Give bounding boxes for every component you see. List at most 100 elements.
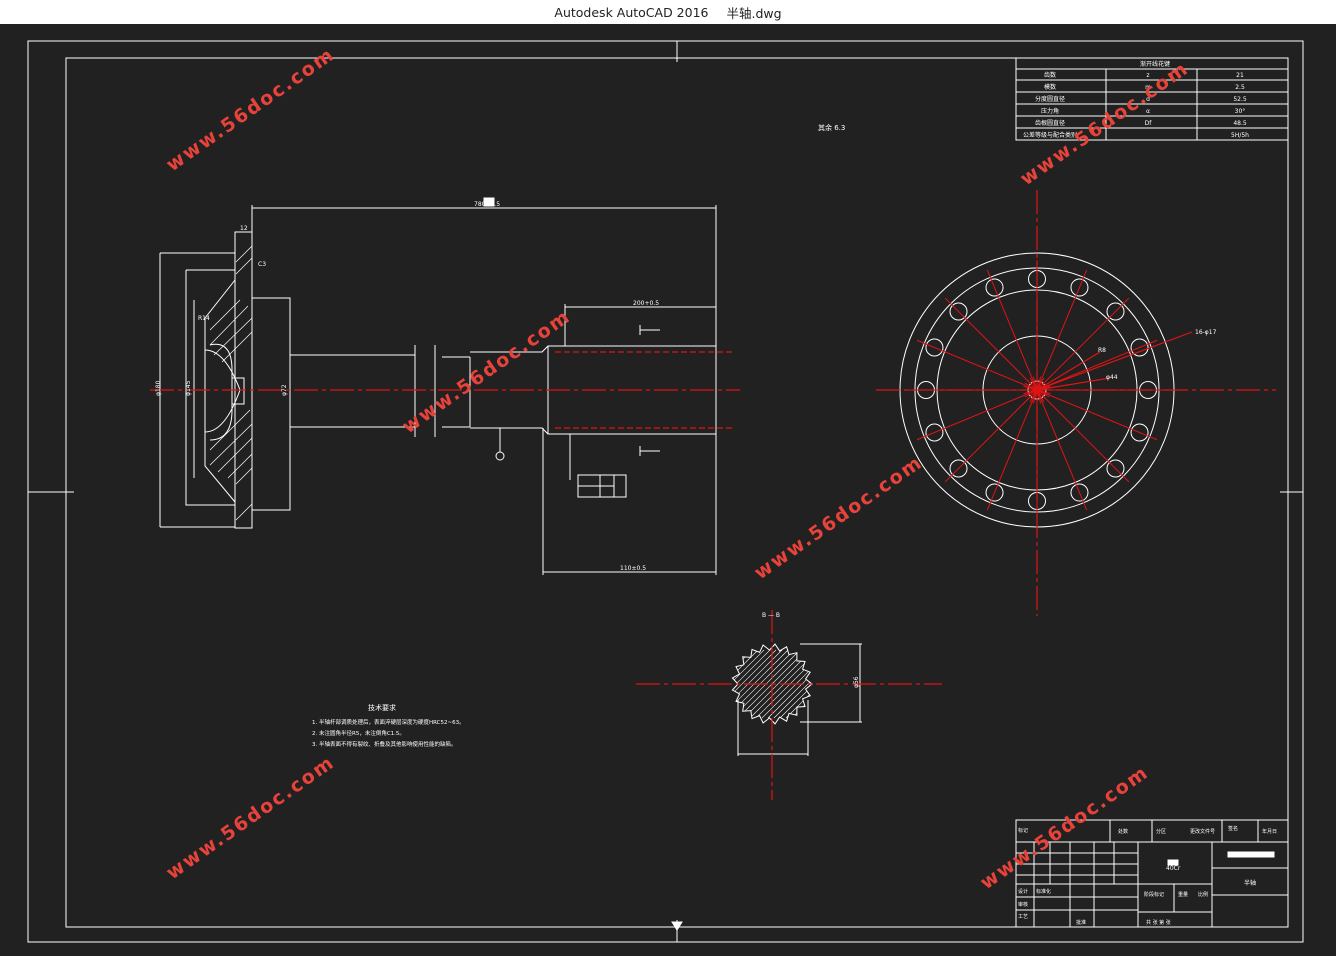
section-hatch xyxy=(785,649,812,719)
spline-table-cell: d xyxy=(1146,96,1150,103)
spline-table-cell: 模数 xyxy=(1044,83,1056,91)
center-hatch-ray xyxy=(1036,389,1051,395)
center-hatch-ray xyxy=(1032,389,1038,404)
shaft-view xyxy=(159,197,717,575)
spline-table-cell: 压力角 xyxy=(1041,107,1059,115)
tb-label-zone: 分区 xyxy=(1156,828,1166,835)
center-hatch-ray xyxy=(1026,389,1038,401)
spline-table-cell: 48.5 xyxy=(1233,120,1247,127)
bolt-hole xyxy=(925,338,944,357)
dim-center-d: φ44 xyxy=(1106,374,1118,381)
cad-drawing: 渐开线花键 齿数z21模数m2.5分度圆直径d52.5压力角α30°齿根圆直径D… xyxy=(27,40,1304,943)
leader-lines xyxy=(1036,331,1193,391)
bolt-hole xyxy=(1070,278,1089,297)
bolt-center-ray xyxy=(1036,389,1158,441)
dim-shaft-d: φ72 xyxy=(281,384,288,396)
bolt-hole xyxy=(985,483,1004,502)
bolt-center-ray xyxy=(1036,389,1088,511)
watermark-6: www.56doc.com xyxy=(976,761,1153,894)
bolt-hole xyxy=(925,423,944,442)
tb-stage: 阶段标记 xyxy=(1144,891,1164,898)
spline-table-cell: Df xyxy=(1145,120,1153,127)
tb-scale: 比例 xyxy=(1198,891,1208,898)
section-hatch xyxy=(779,649,812,719)
spline-table-cell: 30° xyxy=(1235,108,1246,115)
center-hatch-ray xyxy=(1024,389,1038,398)
tb-part-name: 半轴 xyxy=(1244,879,1256,887)
tech-req-2: 2. 未注圆角半径R5，未注倒角C1.5。 xyxy=(312,729,405,737)
center-hatch-ray xyxy=(1026,379,1038,391)
spline-table-title: 渐开线花键 xyxy=(1140,60,1170,68)
dim-flange-d2: φ145 xyxy=(185,380,192,396)
section-label: B — B xyxy=(762,612,780,619)
tb-label-change: 更改文件号 xyxy=(1190,828,1215,835)
tech-req-title: 技术要求 xyxy=(368,703,396,712)
center-hatch-ray xyxy=(1023,385,1038,391)
watermark-5: www.56doc.com xyxy=(162,751,339,884)
dim-section-width: φ56 xyxy=(853,676,860,688)
spline-table-cell: 2.5 xyxy=(1235,84,1245,91)
bolt-hole xyxy=(949,302,968,321)
dim-bolt-r: R8 xyxy=(1098,347,1106,354)
title-bar: Autodesk AutoCAD 2016 半轴.dwg xyxy=(0,0,1336,24)
section-hatch xyxy=(743,649,812,719)
bolt-center-ray xyxy=(986,269,1038,391)
dim-fillet: R14 xyxy=(198,315,210,322)
center-hatch-ray xyxy=(1036,389,1042,404)
bolt-center-ray xyxy=(1036,297,1130,391)
tb-sheet: 共 张 第 张 xyxy=(1146,919,1171,926)
title-block xyxy=(1015,819,1289,928)
bolt-center-ray xyxy=(916,389,1038,441)
app-title: Autodesk AutoCAD 2016 xyxy=(554,4,709,20)
dim-flange-t: 12 xyxy=(240,225,248,232)
dim-spline-length: 200+0.5 xyxy=(633,300,659,307)
center-hatch-ray xyxy=(1036,389,1048,401)
bolt-hole xyxy=(1130,338,1149,357)
center-lines xyxy=(150,190,1276,800)
center-hatch-ray xyxy=(1023,389,1038,395)
bolt-hole xyxy=(1106,459,1125,478)
watermark-4: www.56doc.com xyxy=(750,451,927,584)
bolt-hole xyxy=(985,278,1004,297)
section-hatch xyxy=(732,649,765,719)
spline-table-cell: 52.5 xyxy=(1233,96,1247,103)
spline-table-cell: 分度圆直径 xyxy=(1035,95,1065,103)
bolt-hole xyxy=(1130,423,1149,442)
bolt-hole xyxy=(949,459,968,478)
spline-table-cell: α xyxy=(1146,108,1150,115)
tb-label-check: 审核 xyxy=(1018,901,1028,908)
watermark-1: www.56doc.com xyxy=(162,43,339,176)
tb-label-process: 工艺 xyxy=(1018,914,1028,920)
tb-label-approve: 批准 xyxy=(1076,919,1086,926)
spline-table-cell: z xyxy=(1146,72,1149,79)
tb-material: 40Cr xyxy=(1166,865,1181,872)
dim-overall-length: 780±0.5 xyxy=(474,201,500,208)
tb-label-date: 年月日 xyxy=(1262,828,1277,835)
flange-view xyxy=(159,231,291,529)
tb-weight: 重量 xyxy=(1178,891,1188,898)
dim-flange-d: φ180 xyxy=(155,380,162,396)
tb-label-mark: 标记 xyxy=(1018,827,1028,834)
tb-label-design: 设计 xyxy=(1018,888,1028,895)
dim-shaft-length: 110±0.5 xyxy=(620,565,646,572)
center-hatch-ray xyxy=(1036,389,1045,403)
bolt-center-ray xyxy=(916,339,1038,391)
spline-table-cell: 齿根圆直径 xyxy=(1035,119,1065,127)
bolt-center-ray xyxy=(1036,339,1158,391)
spline-table-cell: 公差等级与配合类别 xyxy=(1023,131,1077,139)
center-hatch-ray xyxy=(1029,377,1038,391)
center-hatch-ray xyxy=(1036,376,1042,391)
roughness-mark: 其余 6.3 xyxy=(818,123,845,132)
tech-req-1: 1. 半轴杆部调质处理后，表面淬硬层深度为硬度HRC52~63。 xyxy=(312,718,465,726)
bolt-hole xyxy=(1070,483,1089,502)
center-hatch-ray xyxy=(1036,389,1050,398)
spline-table-cell: 齿数 xyxy=(1044,71,1056,79)
tb-label-sign: 签名 xyxy=(1228,825,1238,832)
section-hatch xyxy=(732,649,759,719)
center-hatch-ray xyxy=(1036,377,1045,391)
dim-chamfer: C3 xyxy=(258,261,266,268)
center-hatch-ray xyxy=(1029,389,1038,403)
center-hatch-ray xyxy=(1024,382,1038,391)
file-name: 半轴.dwg xyxy=(726,5,782,21)
